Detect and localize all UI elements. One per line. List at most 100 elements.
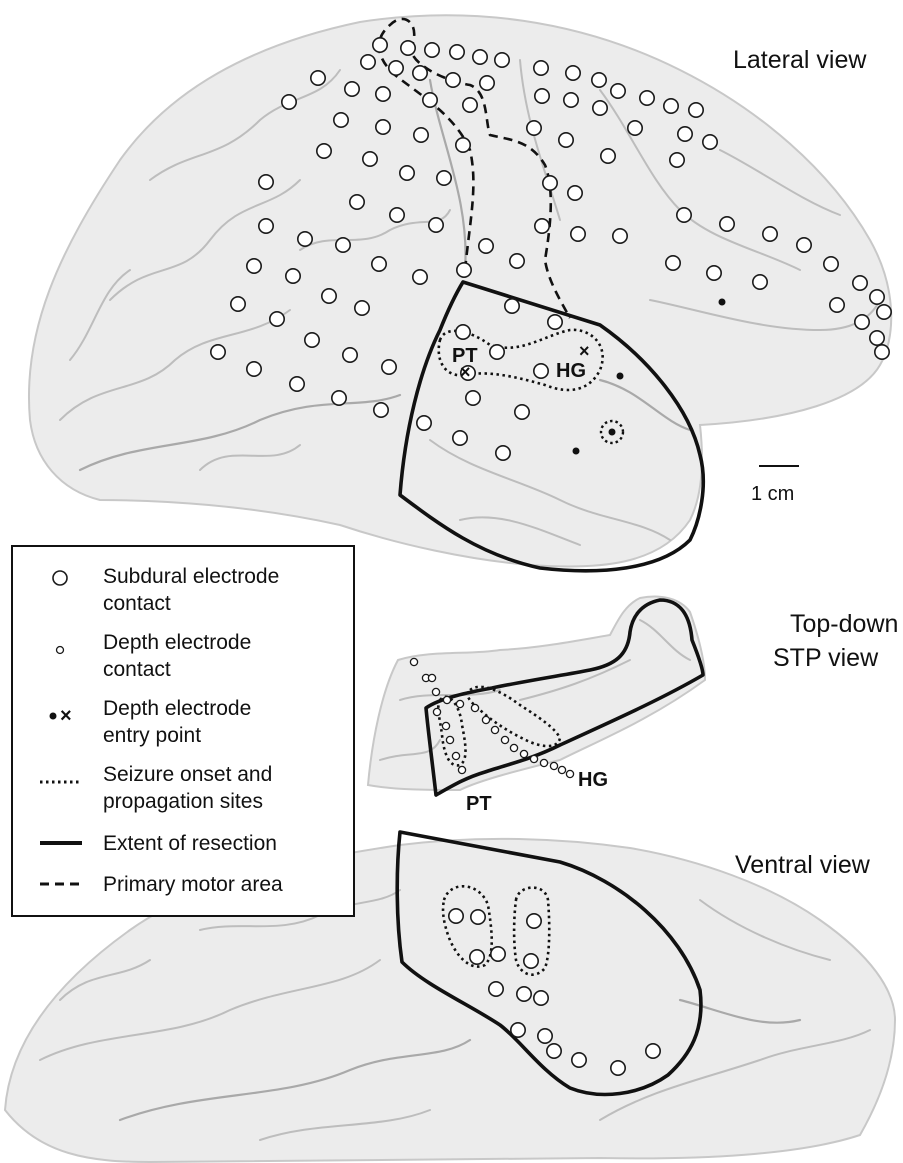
subdural-electrode-contact — [334, 113, 348, 127]
subdural-electrode-contact — [390, 208, 404, 222]
subdural-electrode-contact — [470, 950, 484, 964]
entry-point-dot — [573, 448, 580, 455]
subdural-electrode-contact — [527, 121, 541, 135]
depth-electrode-contact — [443, 696, 450, 703]
subdural-electrode-contact — [666, 256, 680, 270]
depth-electrode-contact — [550, 762, 557, 769]
subdural-electrode-contact — [538, 1029, 552, 1043]
subdural-electrode-contact — [413, 66, 427, 80]
legend-entry-dot — [50, 713, 57, 720]
subdural-electrode-contact — [572, 1053, 586, 1067]
subdural-electrode-contact — [547, 1044, 561, 1058]
subdural-electrode-contact — [355, 301, 369, 315]
subdural-electrode-contact — [343, 348, 357, 362]
subdural-electrode-contact — [534, 364, 548, 378]
legend-entry-cross: × — [60, 705, 72, 727]
subdural-electrode-contact — [463, 98, 477, 112]
subdural-electrode-contact — [480, 76, 494, 90]
depth-electrode-contact — [491, 726, 498, 733]
subdural-electrode-contact — [677, 208, 691, 222]
subdural-electrode-contact — [286, 269, 300, 283]
subdural-electrode-contact — [670, 153, 684, 167]
subdural-electrode-contact — [678, 127, 692, 141]
subdural-electrode-contact — [259, 175, 273, 189]
legend-subdural-line2: contact — [103, 592, 171, 615]
subdural-electrode-contact — [611, 1061, 625, 1075]
subdural-electrode-contact — [535, 219, 549, 233]
subdural-electrode-contact — [824, 257, 838, 271]
subdural-electrode-contact — [534, 991, 548, 1005]
subdural-electrode-contact — [548, 315, 562, 329]
subdural-electrode-contact — [453, 431, 467, 445]
top-down-stp-view: PT HG Top-down STP view — [368, 597, 898, 815]
subdural-electrode-contact — [479, 239, 493, 253]
subdural-electrode-contact — [290, 377, 304, 391]
subdural-electrode-contact — [720, 217, 734, 231]
subdural-electrode-contact — [568, 186, 582, 200]
depth-electrode-contact — [442, 722, 449, 729]
subdural-electrode-contact — [449, 909, 463, 923]
legend-entry-line2: entry point — [103, 724, 201, 747]
subdural-electrode-contact — [707, 266, 721, 280]
depth-electrode-contact — [566, 770, 573, 777]
subdural-electrode-contact — [382, 360, 396, 374]
subdural-electrode-contact — [456, 138, 470, 152]
subdural-electrode-contact — [491, 947, 505, 961]
subdural-electrode-contact — [611, 84, 625, 98]
subdural-electrode-contact — [830, 298, 844, 312]
lateral-view-label: Lateral view — [733, 46, 867, 74]
subdural-electrode-contact — [450, 45, 464, 59]
subdural-electrode-contact — [247, 362, 261, 376]
hg-label-lateral: HG — [556, 360, 586, 382]
subdural-electrode-contact — [471, 910, 485, 924]
subdural-electrode-contact — [389, 61, 403, 75]
subdural-electrode-contact — [535, 89, 549, 103]
subdural-electrode-contact — [247, 259, 261, 273]
subdural-electrode-contact — [345, 82, 359, 96]
entry-point-dot — [617, 373, 624, 380]
subdural-electrode-contact — [689, 103, 703, 117]
legend-depth-line2: contact — [103, 658, 171, 681]
depth-electrode-contact — [471, 704, 478, 711]
depth-electrode-contact — [456, 700, 463, 707]
depth-electrode-contact — [410, 658, 417, 665]
subdural-electrode-contact — [374, 403, 388, 417]
subdural-electrode-contact — [456, 325, 470, 339]
subdural-electrode-contact — [423, 93, 437, 107]
subdural-electrode-contact — [511, 1023, 525, 1037]
subdural-electrode-contact — [361, 55, 375, 69]
top-down-label-line1: Top-down — [790, 610, 898, 638]
subdural-electrode-contact — [425, 43, 439, 57]
subdural-electrode-contact — [298, 232, 312, 246]
entry-point-dot — [609, 429, 616, 436]
subdural-electrode-contact — [592, 73, 606, 87]
depth-electrode-contact — [530, 755, 537, 762]
subdural-electrode-contact — [628, 121, 642, 135]
subdural-electrode-contact — [373, 38, 387, 52]
subdural-electrode-contact — [376, 120, 390, 134]
depth-electrode-contact — [458, 766, 465, 773]
subdural-electrode-contact — [877, 305, 891, 319]
subdural-electrode-contact — [401, 41, 415, 55]
subdural-electrode-contact — [517, 987, 531, 1001]
subdural-electrode-contact — [703, 135, 717, 149]
scale-bar-label: 1 cm — [751, 483, 794, 505]
subdural-electrode-contact — [870, 331, 884, 345]
ventral-view-label: Ventral view — [735, 851, 871, 879]
subdural-electrode-contact — [400, 166, 414, 180]
subdural-electrode-contact — [466, 391, 480, 405]
subdural-electrode-contact — [270, 312, 284, 326]
entry-point-cross-hg: × — [579, 341, 590, 361]
subdural-electrode-contact — [505, 299, 519, 313]
legend-subdural-marker — [53, 571, 67, 585]
subdural-electrode-contact — [613, 229, 627, 243]
subdural-electrode-contact — [875, 345, 889, 359]
subdural-electrode-contact — [332, 391, 346, 405]
lateral-view: × × PT HG Lateral view 1 cm — [29, 15, 891, 571]
subdural-electrode-contact — [305, 333, 319, 347]
entry-point-dot — [719, 299, 726, 306]
subdural-electrode-contact — [534, 61, 548, 75]
legend-motor-label: Primary motor area — [103, 873, 283, 896]
subdural-electrode-contact — [322, 289, 336, 303]
subdural-electrode-contact — [446, 73, 460, 87]
